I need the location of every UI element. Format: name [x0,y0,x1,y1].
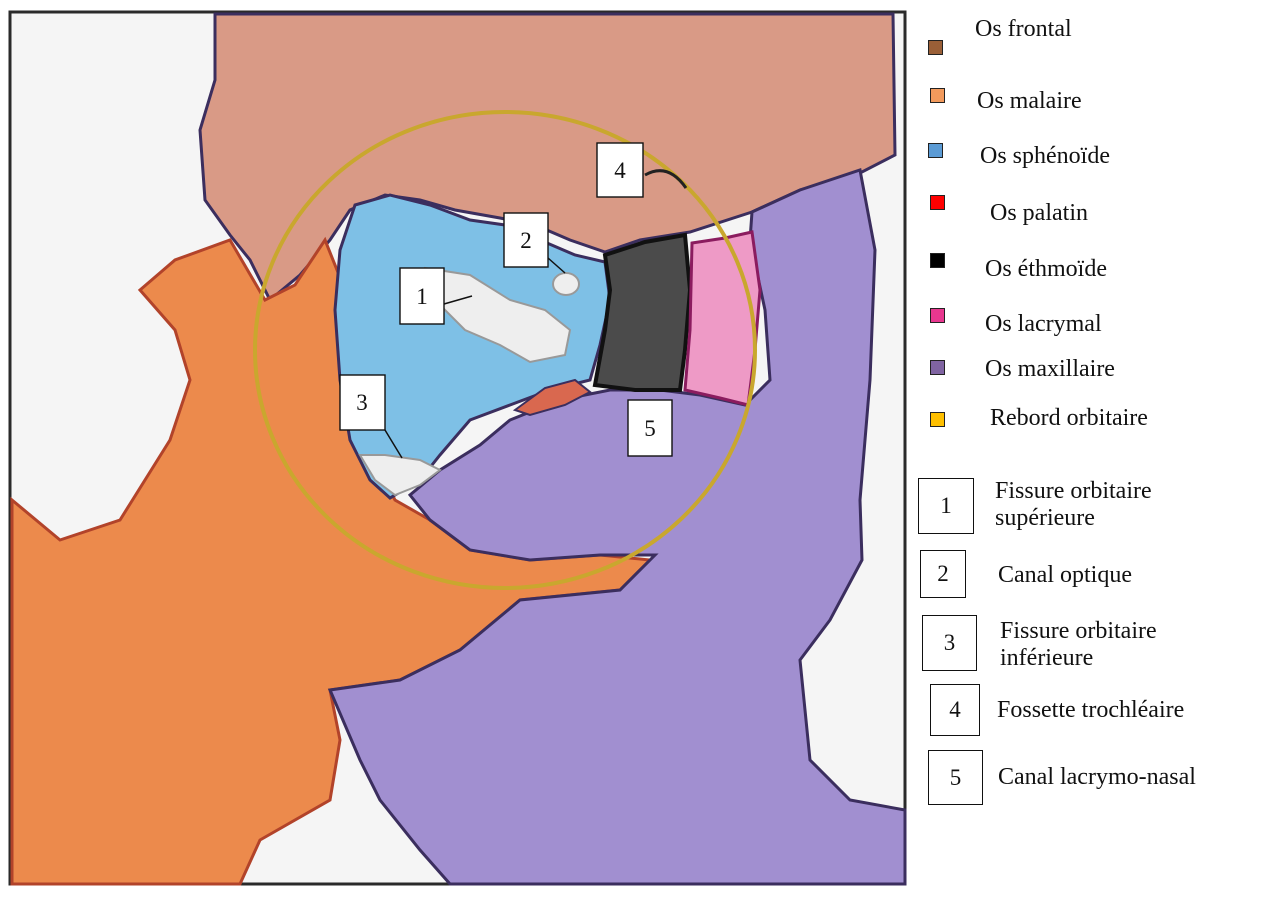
swatch-os-malaire [930,88,945,103]
callout-3-number: 3 [356,390,368,415]
swatch-os-sphenoide [928,143,943,158]
callout-5: 5 [628,400,672,456]
swatch-os-maxillaire [930,360,945,375]
legend-label-os-malaire: Os malaire [977,88,1082,114]
landmark-label-1-line1: Fissure orbitaire [995,478,1152,505]
swatch-os-palatin [930,195,945,210]
swatch-rebord-orbitaire [930,412,945,427]
callout-1-number: 1 [416,284,428,309]
legend-label-os-lacrymal: Os lacrymal [985,311,1102,337]
os-ethmoide-region [595,235,690,390]
landmark-label-1: Fissure orbitaire supérieure [995,478,1152,532]
legend-label-os-maxillaire: Os maxillaire [985,356,1115,382]
callout-5-number: 5 [644,416,656,441]
landmark-label-3-line1: Fissure orbitaire [1000,618,1157,645]
landmark-label-1-line2: supérieure [995,505,1152,532]
legend-label-os-frontal: Os frontal [975,16,1072,42]
legend-label-os-ethmoide: Os éthmoïde [985,256,1107,282]
legend-label-os-palatin: Os palatin [990,200,1088,226]
landmark-number-5: 5 [928,750,983,805]
os-lacrymal-region [685,232,760,405]
landmark-label-4: Fossette trochléaire [997,697,1184,724]
landmark-label-5: Canal lacrymo-nasal [998,764,1196,791]
orbit-drawing: 1 2 3 4 5 [0,0,910,897]
swatch-os-frontal [928,40,943,55]
callout-4: 4 [597,143,643,197]
landmark-number-4: 4 [930,684,980,736]
callout-2-number: 2 [520,228,532,253]
canal-optique-shape [553,273,579,295]
swatch-os-lacrymal [930,308,945,323]
legend-label-rebord-orbitaire: Rebord orbitaire [990,405,1148,431]
legend-label-os-sphenoide: Os sphénoïde [980,143,1110,169]
landmark-number-2: 2 [920,550,966,598]
landmark-number-3: 3 [922,615,977,671]
landmark-number-1: 1 [918,478,974,534]
callout-4-number: 4 [614,158,626,183]
swatch-os-ethmoide [930,253,945,268]
landmark-label-3-line2: inférieure [1000,645,1157,672]
landmark-label-3: Fissure orbitaire inférieure [1000,618,1157,672]
landmark-label-2: Canal optique [998,562,1132,589]
